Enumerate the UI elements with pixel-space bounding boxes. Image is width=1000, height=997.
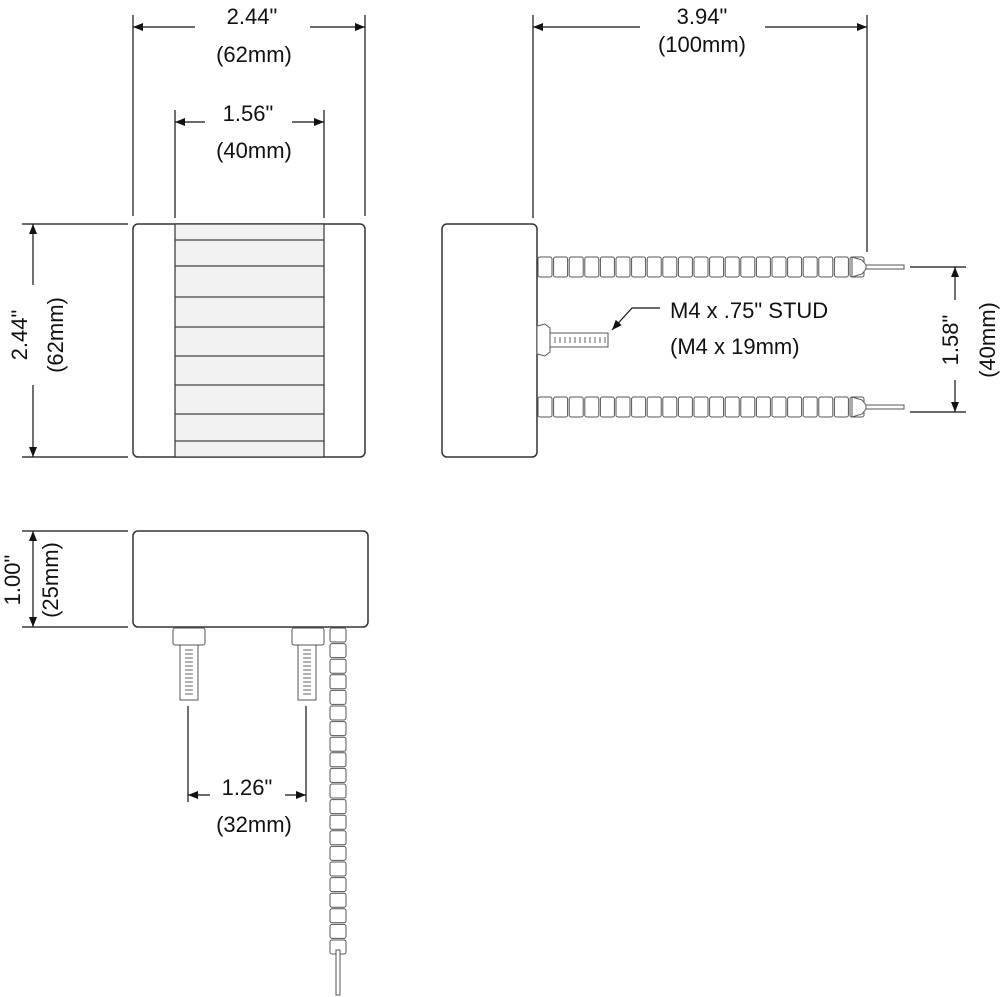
thickness-in: 1.00" bbox=[0, 555, 25, 606]
tube-segment bbox=[787, 396, 803, 418]
tube-segment bbox=[329, 627, 347, 643]
fin-area bbox=[174, 223, 325, 458]
tube-segment bbox=[329, 892, 347, 908]
tube-segment bbox=[740, 256, 756, 278]
tube-segment bbox=[568, 256, 584, 278]
tube-segment bbox=[568, 396, 584, 418]
top-height-mm: (62mm) bbox=[43, 297, 68, 373]
flex-tube-vertical bbox=[329, 627, 347, 996]
length-mm: (100mm) bbox=[658, 32, 746, 57]
stud-spacing-in: 1.26" bbox=[222, 775, 273, 800]
lead-wire bbox=[335, 949, 341, 996]
tube-segment bbox=[329, 861, 347, 877]
tube-segment bbox=[631, 256, 647, 278]
top-height-in: 2.44" bbox=[7, 310, 32, 361]
tube-segment bbox=[787, 256, 803, 278]
tube-segment bbox=[329, 908, 347, 924]
tube-segment bbox=[329, 658, 347, 674]
tube-segment bbox=[329, 767, 347, 783]
tube-segment bbox=[329, 689, 347, 705]
tube-segment bbox=[329, 830, 347, 846]
thread-marks bbox=[554, 337, 606, 343]
tube-segment bbox=[646, 256, 662, 278]
tube-segment bbox=[329, 923, 347, 939]
tube-segment bbox=[724, 396, 740, 418]
lead-wire bbox=[865, 404, 905, 410]
tube-segment bbox=[329, 705, 347, 721]
tube-segment bbox=[599, 256, 615, 278]
bottom-view: 1.00" (25mm) 1.26" (32mm) bbox=[0, 530, 369, 996]
fin-width-mm: (40mm) bbox=[216, 138, 292, 163]
stud-leader bbox=[611, 307, 660, 331]
tube-segment bbox=[329, 721, 347, 737]
tube-segment bbox=[771, 256, 787, 278]
flex-tube-upper bbox=[537, 256, 905, 278]
tube-segment bbox=[537, 396, 553, 418]
thread-marks bbox=[185, 649, 311, 695]
stud-thread bbox=[549, 332, 609, 348]
tube-segment bbox=[553, 256, 569, 278]
tube-segment bbox=[693, 396, 709, 418]
tube-segment bbox=[329, 814, 347, 830]
flex-tube-lower bbox=[537, 396, 905, 418]
tube-segment bbox=[584, 396, 600, 418]
tube-segment bbox=[584, 256, 600, 278]
stud-thread bbox=[179, 644, 199, 701]
tube-segment bbox=[833, 396, 849, 418]
tube-segment bbox=[329, 736, 347, 752]
tube-segment bbox=[329, 643, 347, 659]
tube-segment bbox=[662, 256, 678, 278]
tube-segment bbox=[615, 256, 631, 278]
tube-segment bbox=[537, 256, 553, 278]
tube-segment bbox=[329, 799, 347, 815]
tube-segment bbox=[802, 396, 818, 418]
length-in: 3.94" bbox=[677, 4, 728, 29]
tube-segment bbox=[677, 256, 693, 278]
tube-segment bbox=[740, 396, 756, 418]
stud-nut bbox=[536, 323, 551, 357]
tube-spacing-in: 1.58" bbox=[938, 315, 963, 366]
tube-segment bbox=[599, 396, 615, 418]
stud-nut bbox=[172, 627, 206, 646]
thickness-mm: (25mm) bbox=[38, 542, 63, 618]
fin-width-in: 1.56" bbox=[223, 101, 274, 126]
fin-lines bbox=[175, 239, 324, 442]
tube-segment bbox=[771, 396, 787, 418]
top-view: 2.44" (62mm) 1.56" (40mm) 2.44" (62mm) bbox=[7, 4, 366, 458]
stud-spacing-mm: (32mm) bbox=[216, 812, 292, 837]
tube-spacing-mm: (40mm) bbox=[975, 302, 1000, 378]
tube-segment bbox=[553, 396, 569, 418]
housing-bottom bbox=[132, 530, 369, 628]
tube-segment bbox=[615, 396, 631, 418]
tube-segment bbox=[724, 256, 740, 278]
tube-segment bbox=[755, 256, 771, 278]
stud-label: M4 x .75" STUD bbox=[670, 298, 828, 323]
top-width-mm: (62mm) bbox=[216, 42, 292, 67]
tube-segment bbox=[709, 256, 725, 278]
stud-thread bbox=[297, 644, 317, 701]
tube-segment bbox=[833, 256, 849, 278]
stud-nut bbox=[291, 627, 325, 646]
lead-wire bbox=[865, 264, 905, 270]
housing-side bbox=[441, 223, 538, 458]
tube-segment bbox=[755, 396, 771, 418]
tube-segment bbox=[677, 396, 693, 418]
tube-segment bbox=[709, 396, 725, 418]
tube-segment bbox=[329, 674, 347, 690]
top-width-in: 2.44" bbox=[227, 4, 278, 29]
tube-segment bbox=[662, 396, 678, 418]
tube-segment bbox=[818, 396, 834, 418]
tube-segment bbox=[802, 256, 818, 278]
tube-segment bbox=[631, 396, 647, 418]
tube-segment bbox=[818, 256, 834, 278]
tube-segment bbox=[329, 783, 347, 799]
tube-segment bbox=[646, 396, 662, 418]
tube-segment bbox=[329, 845, 347, 861]
stud-label-mm: (M4 x 19mm) bbox=[670, 334, 800, 359]
side-view: M4 x .75" STUD (M4 x 19mm) 3.94" (100mm)… bbox=[441, 4, 1000, 458]
tube-segment bbox=[329, 752, 347, 768]
tube-segment bbox=[693, 256, 709, 278]
tube-segment bbox=[329, 877, 347, 893]
